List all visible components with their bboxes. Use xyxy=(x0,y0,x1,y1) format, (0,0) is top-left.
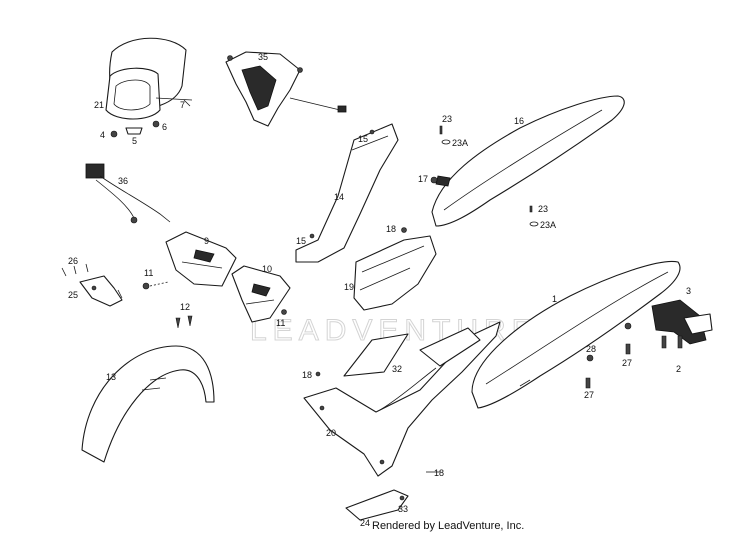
part-4-5-6-fasteners xyxy=(110,99,191,138)
label-25: 25 xyxy=(68,290,78,300)
label-13: 13 xyxy=(106,372,116,382)
label-24: 24 xyxy=(360,518,370,528)
part-24-lower-plate xyxy=(345,489,409,521)
label-18a: 18 xyxy=(386,224,396,234)
part-17-23-fasteners xyxy=(430,125,539,227)
callout-labels: 1 2 3 4 5 6 7 9 10 11 11 12 13 14 15 15 … xyxy=(68,52,691,528)
label-11b: 11 xyxy=(276,318,285,328)
label-12: 12 xyxy=(180,302,190,312)
label-27a: 27 xyxy=(622,358,632,368)
part-14-side-panel xyxy=(295,123,399,263)
label-26: 26 xyxy=(68,256,78,266)
label-21: 21 xyxy=(94,100,104,110)
part-25-bracket xyxy=(61,263,123,307)
part-11-12-bolts xyxy=(142,281,287,329)
part-3-license-bracket xyxy=(651,299,713,345)
label-9: 9 xyxy=(204,236,209,246)
label-17: 17 xyxy=(418,174,428,184)
label-4: 4 xyxy=(100,130,105,140)
part-35-fork-cover xyxy=(225,51,347,127)
part-2-27-28-bolts xyxy=(585,322,683,389)
part-16-rear-guard xyxy=(431,95,625,227)
label-36: 36 xyxy=(118,176,128,186)
part-19-seat-panel xyxy=(353,227,437,311)
part-36-wiring xyxy=(85,163,171,224)
label-10: 10 xyxy=(262,264,272,274)
label-23a: 23 xyxy=(442,114,452,124)
label-5: 5 xyxy=(132,136,137,146)
label-19: 19 xyxy=(344,282,354,292)
label-16: 16 xyxy=(514,116,524,126)
label-11a: 11 xyxy=(144,268,153,278)
label-14: 14 xyxy=(334,192,344,202)
part-1-rear-fender xyxy=(471,260,681,409)
rendered-by-footer: Rendered by LeadVenture, Inc. xyxy=(372,520,525,532)
label-23b: 23 xyxy=(538,204,548,214)
label-35: 35 xyxy=(258,52,268,62)
label-32: 32 xyxy=(392,364,402,374)
label-2: 2 xyxy=(676,364,681,374)
part-13-front-fender xyxy=(81,345,215,463)
label-18b: 18 xyxy=(302,370,312,380)
label-7: 7 xyxy=(180,100,185,110)
part-21-headlight-cowl xyxy=(105,37,193,120)
label-33: 33 xyxy=(398,504,408,514)
label-27b: 27 xyxy=(584,390,594,400)
label-15a: 15 xyxy=(358,134,368,144)
part-9-side-cover xyxy=(165,231,237,287)
label-20: 20 xyxy=(326,428,336,438)
part-10-side-cover xyxy=(231,265,291,323)
label-1: 1 xyxy=(552,294,557,304)
label-23A-b: 23A xyxy=(540,220,556,230)
label-28a: 28 xyxy=(586,344,596,354)
label-3: 3 xyxy=(686,286,691,296)
label-18c: 18 xyxy=(434,468,444,478)
label-23A-a: 23A xyxy=(452,138,468,148)
label-15b: 15 xyxy=(296,236,306,246)
part-20-rear-cover xyxy=(303,321,501,477)
label-6: 6 xyxy=(162,122,167,132)
part-32-pad xyxy=(343,333,409,377)
